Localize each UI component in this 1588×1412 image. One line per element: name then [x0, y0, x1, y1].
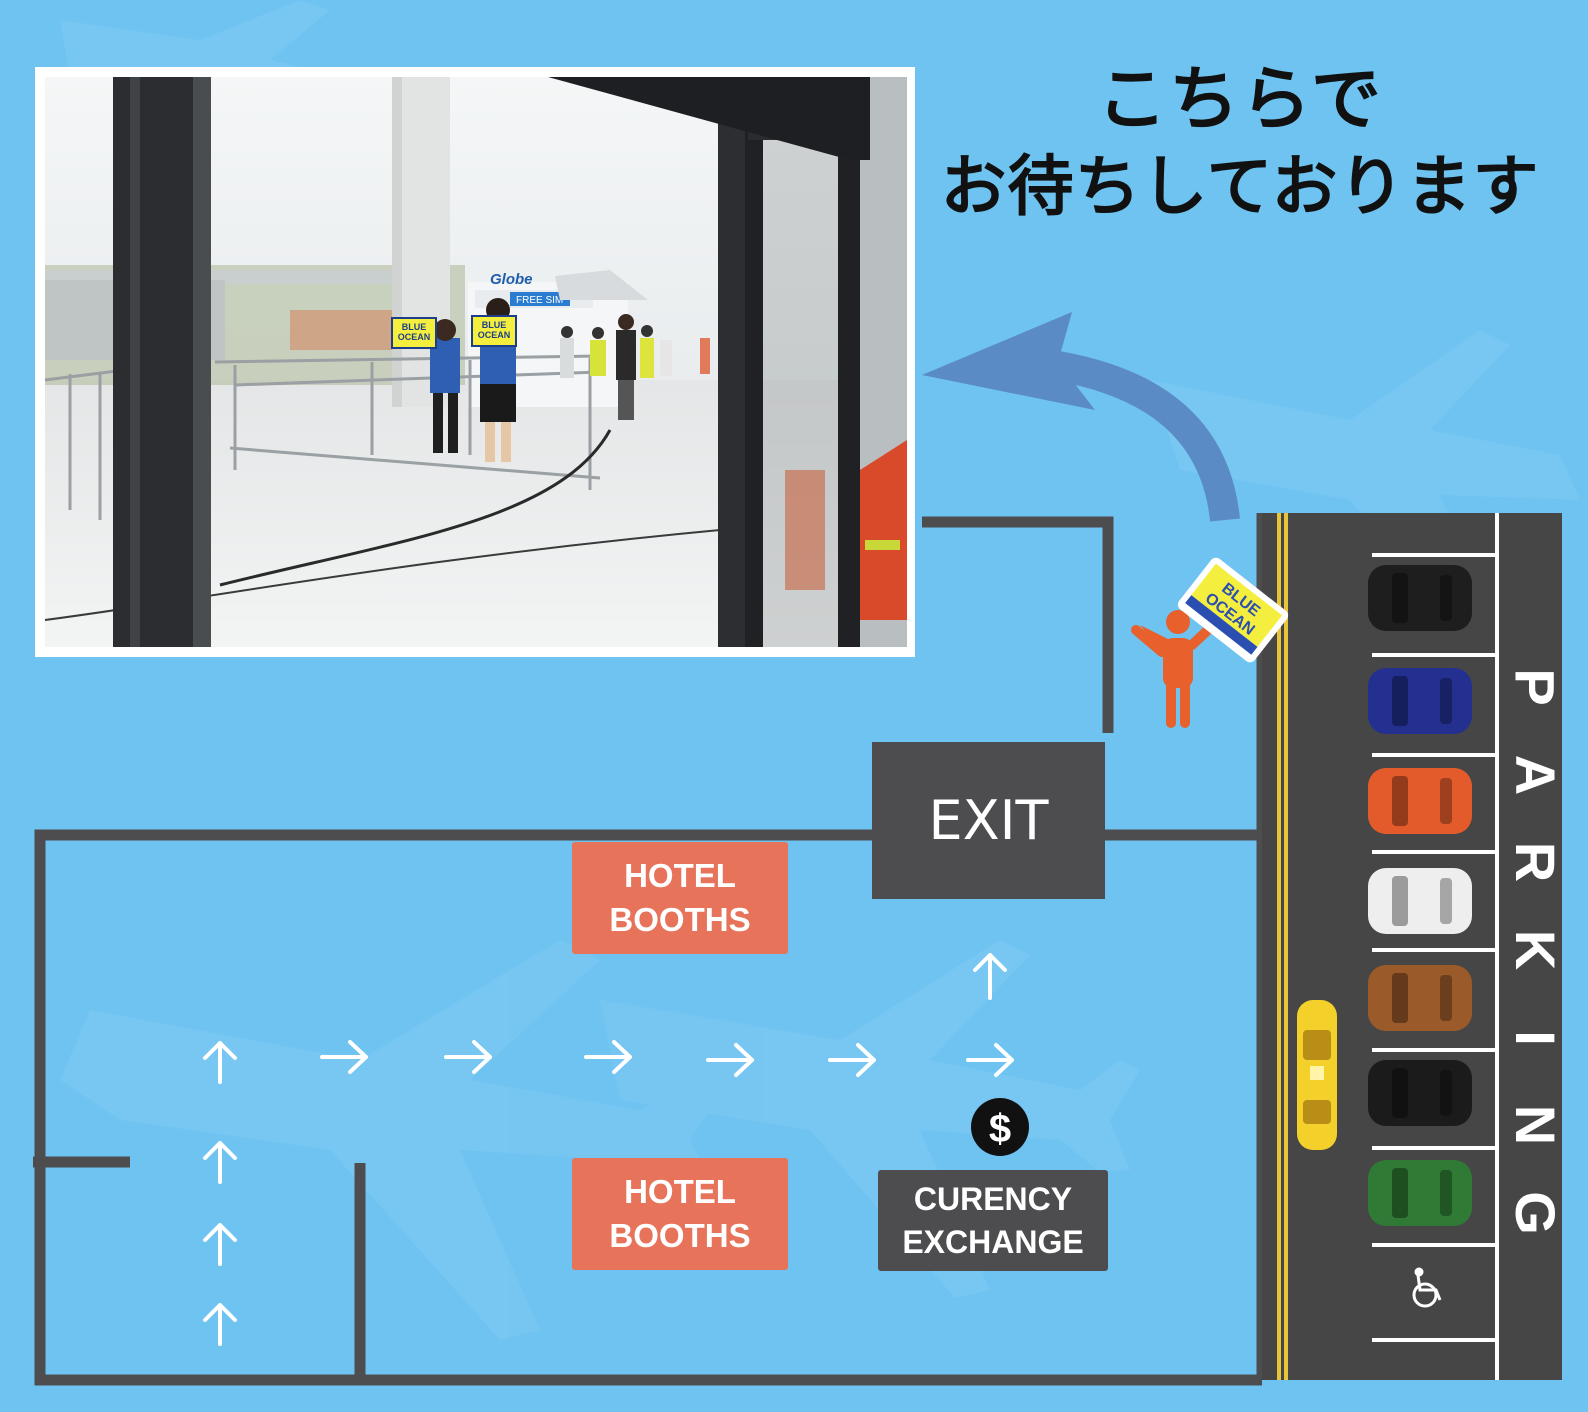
parked-cars [1368, 565, 1472, 1226]
taxi-car [1297, 1000, 1337, 1150]
arrow-up-1 [203, 1041, 237, 1084]
headline-line1: こちらで [1097, 58, 1383, 140]
hotel-booths-top-line2: BOOTHS [609, 901, 751, 938]
guide-person-icon [1131, 610, 1215, 728]
parked-car [1368, 668, 1472, 734]
hotel-booths-bottom-line2: BOOTHS [609, 1217, 751, 1254]
parking-letter: N [1503, 1105, 1567, 1146]
hotel-booths-top: HOTEL BOOTHS [572, 842, 788, 954]
photo-sign-left-line1: BLUE [402, 322, 427, 332]
parking-letter: A [1503, 754, 1567, 795]
headline-line2: お待ちしております [940, 148, 1540, 225]
currency-exchange-line1: CURENCY [913, 1180, 1073, 1217]
arrow-right-3 [584, 1040, 632, 1074]
parked-car [1368, 868, 1472, 934]
arrow-up-4 [203, 1303, 237, 1346]
parked-car [1368, 965, 1472, 1031]
wheelchair-icon [1412, 1267, 1442, 1308]
parked-car [1368, 768, 1472, 834]
parking-letter: G [1504, 1191, 1567, 1235]
hotel-booths-top-line1: HOTEL [624, 857, 736, 894]
arrow-right-4 [706, 1043, 754, 1077]
currency-exchange-line2: EXCHANGE [902, 1223, 1084, 1260]
exit-box: EXIT [872, 742, 1105, 899]
parked-car [1368, 565, 1472, 631]
dollar-icon: $ [971, 1098, 1029, 1156]
parking-letter: P [1503, 668, 1567, 706]
staff-member-right [480, 298, 516, 462]
waiting-message: こちらで お待ちしております [900, 55, 1580, 231]
kiosk-brand-label: Globe [490, 271, 533, 288]
parking-letter: K [1503, 929, 1567, 971]
photo-sign-right-line1: BLUE [482, 320, 507, 330]
kiosk-banner-label: FREE SIM [516, 295, 563, 306]
arrow-right-1 [320, 1040, 368, 1074]
photo-sign-right-line2: OCEAN [478, 330, 511, 340]
arrow-up-3 [203, 1223, 237, 1266]
background-workers [560, 314, 710, 420]
parking-letter: I [1504, 1029, 1567, 1046]
currency-exchange-box: CURENCY EXCHANGE [878, 1170, 1108, 1271]
currency-symbol: $ [989, 1107, 1011, 1151]
parking-letter: R [1503, 842, 1567, 883]
walking-path-arrows [203, 953, 1014, 1346]
parking-lot [1262, 513, 1562, 1380]
hotel-booths-bottom-line1: HOTEL [624, 1173, 736, 1210]
arrow-right-6 [966, 1043, 1014, 1077]
arrow-right-5 [828, 1043, 876, 1077]
parked-car [1368, 1160, 1472, 1226]
arrow-up-2 [203, 1141, 237, 1184]
hotel-booths-bottom: HOTEL BOOTHS [572, 1158, 788, 1270]
parking-label: P A R K I N G [1500, 650, 1570, 1250]
parked-car [1368, 1060, 1472, 1126]
guide-sign-card: BLUE OCEAN [1177, 557, 1289, 663]
exit-label: EXIT [928, 789, 1049, 852]
blue-ocean-sign-right: BLUE OCEAN [471, 315, 517, 347]
meeting-point-photo: Globe FREE SIM BLUE [35, 67, 915, 657]
photo-sign-left-line2: OCEAN [398, 332, 431, 342]
arrow-right-2 [444, 1040, 492, 1074]
guide-curved-arrow [922, 312, 1240, 522]
arrow-up-5 [973, 953, 1007, 1000]
blue-ocean-sign-left: BLUE OCEAN [391, 317, 437, 349]
